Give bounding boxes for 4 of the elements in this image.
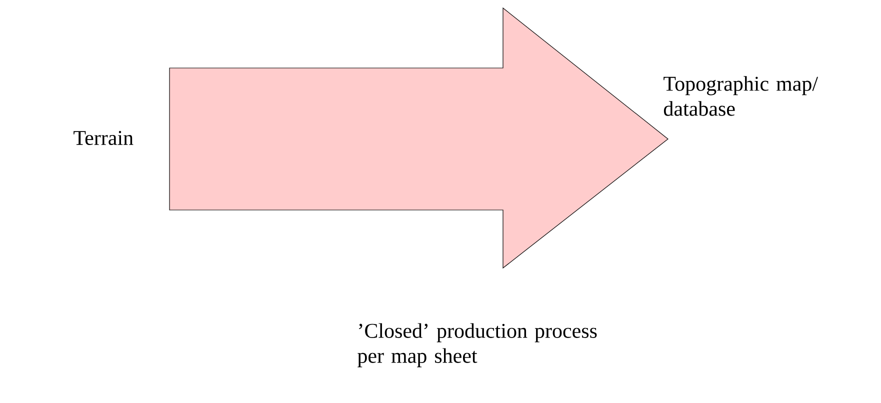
block-arrow	[169, 7, 668, 269]
node-text: Topographic map/ database	[664, 76, 818, 116]
node-text: Terrain	[74, 130, 134, 146]
caption-text: ’Closed’ production process per map sheet	[358, 323, 597, 368]
